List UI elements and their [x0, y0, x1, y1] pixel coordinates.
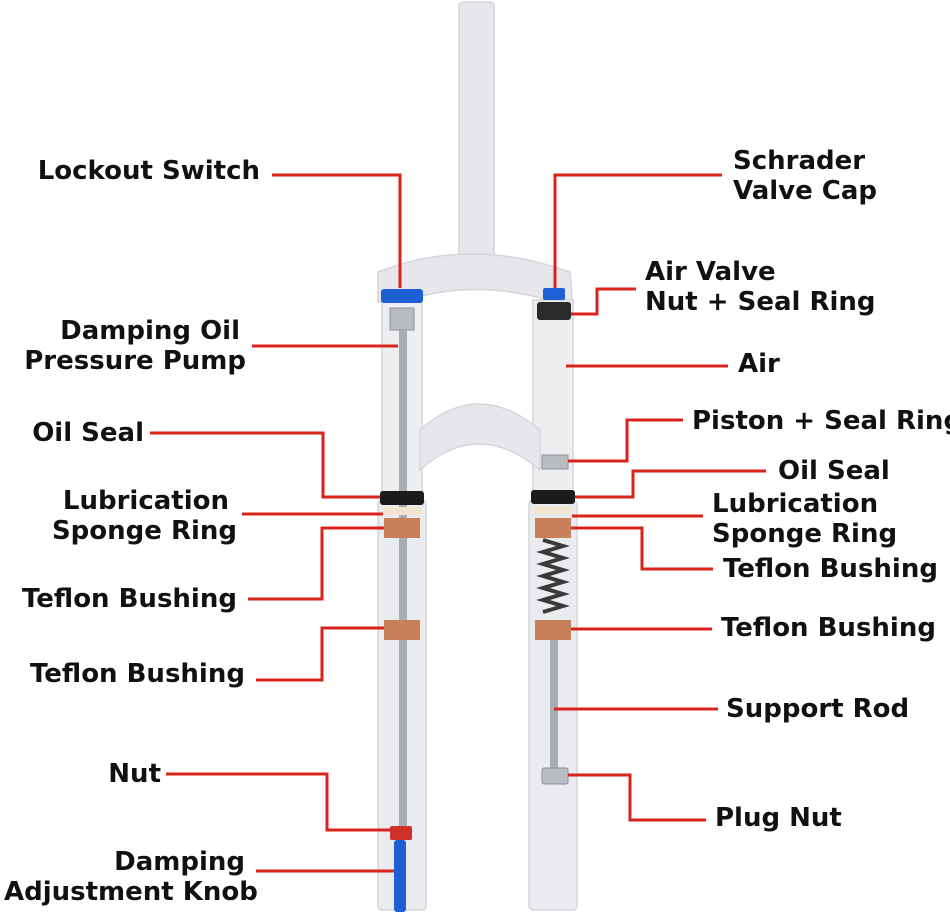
left-bushing-upper-part [384, 518, 420, 538]
label-damping-knob-line2: Adjustment Knob [4, 877, 258, 907]
right-bushing-lower-part [535, 620, 571, 640]
right-oil-seal-part [531, 490, 575, 504]
left-bushing-lower-part [384, 620, 420, 640]
leader-lines [150, 173, 766, 873]
leader-oil-seal-left [150, 431, 380, 499]
label-teflon-right-1: Teflon Bushing [723, 554, 938, 584]
lockout-switch-part [381, 289, 423, 303]
label-oil-seal-left: Oil Seal [32, 418, 144, 448]
leader-teflon-left-1 [248, 526, 384, 601]
label-damping-pump-line1: Damping Oil [60, 316, 240, 346]
leader-piston [568, 418, 683, 463]
label-damping-pump-line2: Pressure Pump [24, 346, 246, 376]
damper-internals [380, 289, 424, 912]
leader-teflon-right-1 [571, 526, 713, 571]
label-lube-right-line2: Sponge Ring [712, 519, 898, 549]
leader-teflon-left-2 [256, 626, 384, 682]
label-air-valve-line2: Nut + Seal Ring [645, 287, 876, 317]
leader-air-valve [571, 287, 636, 316]
left-oil-seal-part [380, 491, 424, 505]
label-piston: Piston + Seal Ring [692, 406, 950, 436]
right-stanchion [532, 299, 574, 511]
coil-spring-part [536, 538, 570, 614]
air-valve-nut-part [537, 302, 571, 320]
label-support-rod: Support Rod [726, 694, 910, 724]
label-air-valve-line1: Air Valve [645, 257, 776, 287]
nut-part [390, 826, 412, 840]
leader-schrader [553, 173, 722, 288]
label-plug-nut: Plug Nut [715, 803, 842, 833]
plug-nut-part [541, 767, 569, 785]
damping-knob-part [394, 840, 406, 912]
support-rod-part [550, 640, 558, 770]
damper-rod [399, 330, 407, 830]
fork-arch [419, 403, 541, 472]
leader-lockout-switch [272, 173, 402, 288]
label-schrader-line2: Valve Cap [733, 176, 878, 206]
left-lube-ring-part [383, 507, 421, 515]
right-bushing-upper-part [535, 518, 571, 538]
label-nut: Nut [108, 759, 161, 789]
label-damping-knob-line1: Damping [114, 847, 245, 877]
label-lockout-switch: Lockout Switch [37, 156, 260, 186]
leader-oil-seal-right [575, 469, 766, 499]
label-teflon-left-2: Teflon Bushing [30, 659, 245, 689]
schrader-cap-part [543, 288, 565, 300]
pressure-pump-part [389, 307, 415, 331]
label-lube-left-line2: Sponge Ring [51, 516, 237, 546]
label-lube-right-line1: Lubrication [712, 489, 879, 519]
label-schrader-line1: Schrader [733, 146, 866, 176]
air-spring-internals [531, 288, 575, 785]
piston-part [541, 454, 569, 470]
steerer-tube [458, 1, 495, 268]
label-teflon-left-1: Teflon Bushing [22, 584, 237, 614]
right-lube-ring-part [534, 506, 572, 514]
label-lube-left-line1: Lubrication [62, 486, 229, 516]
leader-plug-nut [568, 773, 706, 822]
label-teflon-right-2: Teflon Bushing [721, 613, 936, 643]
label-air: Air [738, 349, 780, 379]
leader-nut [166, 772, 390, 832]
label-oil-seal-right: Oil Seal [778, 456, 890, 486]
